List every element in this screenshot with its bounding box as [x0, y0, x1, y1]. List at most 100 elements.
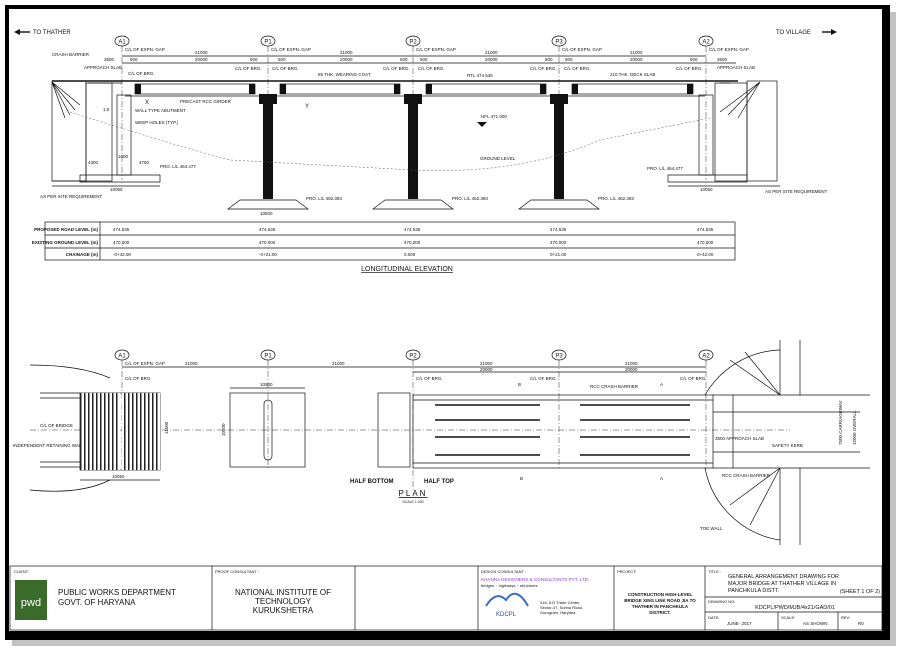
elevation-bearing-offset-text: 500	[420, 57, 428, 62]
plan-view: A1 P1 P2 P3 A2 21000 21000 21000 21000 2…	[13, 340, 870, 545]
elevation-site-req-text: AS PER SITE REQUIREMENT	[765, 189, 828, 194]
plan-abut-len-text: 11500	[164, 421, 169, 434]
rect-shape	[412, 394, 714, 469]
table-rows-1-label-text: EXISTING GROUND LEVEL (m)	[32, 240, 99, 245]
path-shape	[413, 399, 713, 464]
elevation-span-total-text: 21000	[485, 50, 498, 55]
plan-section-b-text: B	[518, 382, 521, 387]
path-shape	[831, 29, 837, 35]
elevation-crash-barrier-text: CRASH BARRIER	[52, 52, 90, 57]
table-rows-1-values-1-text: 470.000	[259, 240, 276, 245]
elevation-weep-holes-text: WEEP HOLES (TYP.)	[135, 120, 179, 125]
supports-4-text: A2	[702, 40, 710, 46]
elevation-span-total-text: 21000	[195, 50, 208, 55]
rect-shape	[550, 94, 568, 104]
title-block-title-line2-text: MAJOR BRIDGE AT THATHER VILLAGE IN	[728, 581, 836, 587]
table-rows-2-values-2-text: 0.000	[404, 252, 416, 257]
rect-shape	[687, 84, 693, 94]
title-block-proof-line3-text: KURUKSHETRA	[253, 606, 314, 615]
plan-rcc-barrier-text: RCC CRASH BARRIER	[722, 473, 771, 478]
table-rows-0-values-4-text: 474.535	[697, 227, 714, 232]
elevation-deck-slab-text: 210 THK. DECK SLAB	[610, 72, 655, 77]
sheet-paper	[9, 9, 882, 631]
title-block-date-label-text: DATE:	[708, 615, 719, 620]
elevation-span-clear-text: 20000	[480, 367, 493, 372]
title-block-project-line4-text: DISTRICT.	[649, 610, 671, 615]
elevation-wall-type-text: WALL TYPE ABUTMENT	[135, 108, 186, 113]
title-block-title-line3-text: PANCHKULA DISTT.	[728, 588, 780, 594]
elevation-brg-label-text: C/L OF BRG.	[125, 376, 152, 381]
abutment-a2	[667, 80, 780, 187]
table-rows-1-values-4-text: 470.000	[697, 240, 714, 245]
plan-section-b-text: B	[520, 476, 523, 481]
path-shape	[40, 392, 80, 468]
plan-scale-text: SCALE 1:200	[402, 500, 423, 504]
elevation-site-req-text: AS PER SITE REQUIREMENT	[40, 194, 103, 199]
elevation-brg-label-text: C/L OF BRG.	[128, 71, 155, 76]
supports-4-text: A2	[702, 354, 710, 360]
elevation-span-clear-text: 20000	[485, 57, 498, 62]
rect-shape	[572, 84, 578, 94]
rect-shape	[426, 84, 432, 94]
elevation-brg-label-text: C/L OF BRG.	[676, 66, 703, 71]
table-rows-0-values-2-text: 474.535	[404, 227, 421, 232]
direction-left: TO THATHER	[14, 29, 71, 36]
elevation-brg-label-text: C/L OF BRG.	[680, 376, 707, 381]
elevation-rtl-text: RTL 474.535	[467, 73, 493, 78]
elevation-span-clear-text: 20000	[340, 57, 353, 62]
path-shape	[14, 29, 20, 35]
title-block-project-line2-text: BRIDGE XING LINK ROAD JIA TO	[624, 598, 696, 603]
supports-3-text: P3	[555, 354, 563, 360]
table-rows-0-values-3-text: 474.535	[550, 227, 567, 232]
path-shape	[713, 394, 870, 469]
elevation-bearing-offset-text: 500	[250, 57, 258, 62]
title-block-proof-line1-text: NATIONAL INSTITUTE OF	[235, 588, 331, 597]
elevation-wearing-coat-text: 65 THK. WEARING COAT	[318, 72, 371, 77]
elevation-slope-text: 1:5	[103, 107, 110, 112]
client-section: CLIENT: pwd PUBLIC WORKS DEPARTMENT GOVT…	[14, 569, 176, 620]
plan-cl-bridge-text: C/L OF BRIDGE	[40, 423, 73, 428]
elevation-detail-y-text: Y	[305, 104, 309, 110]
supports-3-text: P3	[555, 40, 563, 46]
path-shape	[779, 340, 801, 545]
elevation-brg-label-text: C/L OF BRG.	[418, 66, 445, 71]
table-rows-2-values-0-text: -0+42.00	[113, 252, 131, 257]
elevation-span-total-text: 21000	[480, 361, 493, 366]
elevation-title: LONGITUDINAL ELEVATION	[361, 266, 453, 273]
table-rows-2-values-1-text: -0+21.00	[259, 252, 277, 257]
title-block-design-tag-text: bridges ~ highways ~ structures	[481, 583, 537, 588]
elevation-bearing-offset-text: 500	[400, 57, 408, 62]
elevation-exp-gap-label-text: C/L OF EXPN. GAP	[562, 47, 602, 52]
table-row-proposed-level: PROPOSED ROAD LEVEL (m) 474.535 474.535 …	[34, 227, 714, 232]
elevation-exp-gap-label-text: C/L OF EXPN. GAP	[271, 47, 311, 52]
plan-pier-p2	[377, 392, 411, 468]
title-block-title-label-text: TITLE :	[708, 569, 721, 574]
rect-shape	[540, 84, 546, 94]
path-shape	[517, 199, 601, 210]
title-block-rev-text: R0	[858, 621, 864, 626]
supports-0-text: A1	[118, 354, 126, 360]
path-shape	[122, 55, 736, 64]
plan-deck	[412, 394, 870, 469]
elevation-exp-gap-label-text: C/L OF EXPN. GAP	[709, 47, 749, 52]
table-rows-1-values-3-text: 470.000	[550, 240, 567, 245]
pier-p1	[226, 94, 310, 210]
plan-abutment-a1	[79, 392, 161, 471]
elevation-bearing-offset-text: 500	[130, 57, 138, 62]
elevation-exp-gap-label-text: C/L OF EXPN. GAP	[125, 47, 165, 52]
elevation-detail-x-text: X	[145, 100, 149, 106]
title-block-scale-label-text: SCALE:	[781, 615, 795, 620]
table-rows-2-values-4-text: 0+42.00	[697, 252, 714, 257]
elevation-span-total-text: 21000	[340, 50, 353, 55]
elevation-approach-dim-text: 3500	[104, 57, 115, 62]
title-block-client-logo-text: pwd	[21, 597, 41, 609]
path-shape	[729, 351, 781, 526]
plan-carriageway-text: 7500 CARRIAGEWAY	[838, 400, 843, 445]
elevation-abut-footing-width-text: 10050	[700, 187, 713, 192]
rect-shape	[122, 393, 160, 470]
elevation-abut-dims-2-text: 4750	[139, 160, 150, 165]
elevation-pier-fdn-text: PRO. L/L 462.393	[452, 196, 488, 201]
supports-1-text: P1	[264, 354, 272, 360]
title-block-proof-label-text: PROOF CONSULTANT :	[215, 569, 259, 574]
